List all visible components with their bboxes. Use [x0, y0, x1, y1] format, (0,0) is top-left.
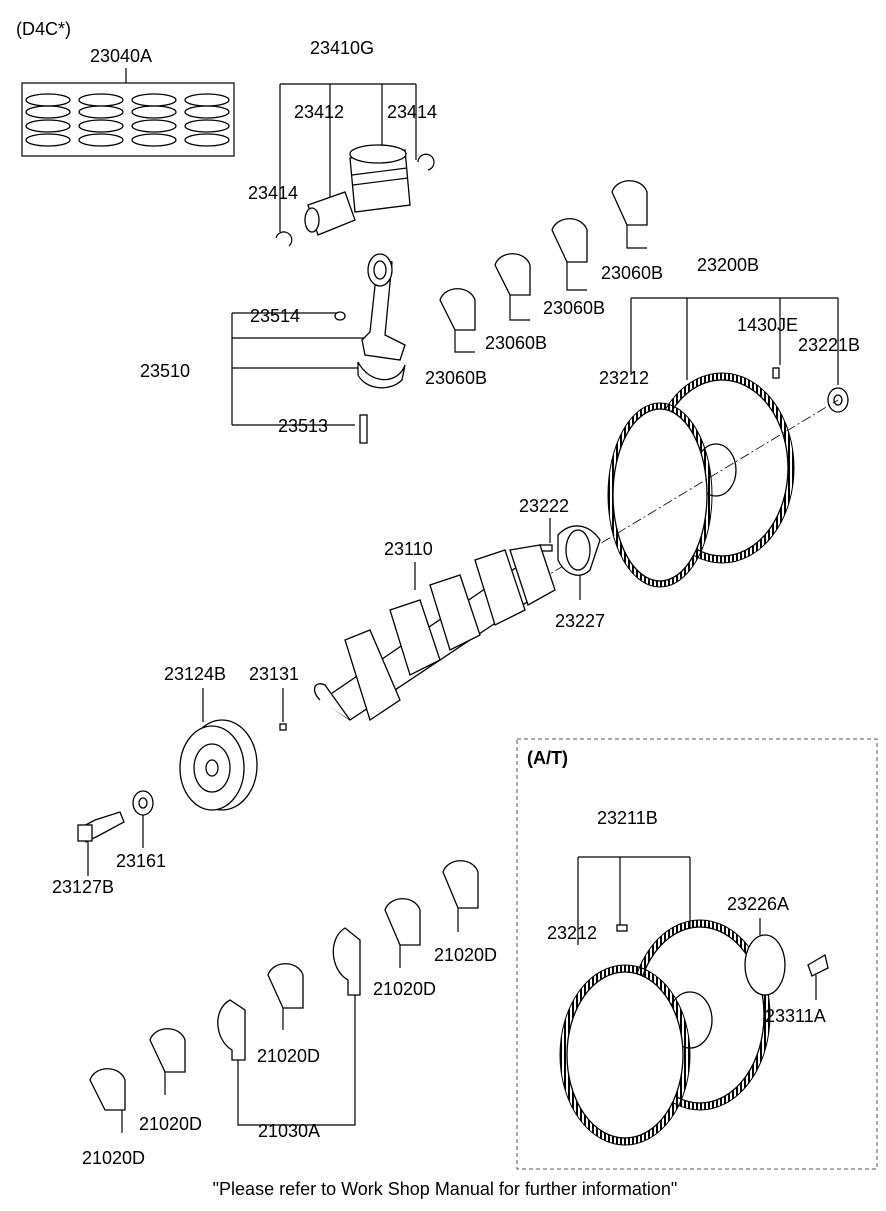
part-label-23513[interactable]: 23513: [278, 416, 328, 436]
crankshaft-pulley[interactable]: [179, 688, 287, 811]
pulley-bolt-washer[interactable]: [77, 790, 154, 876]
part-label-23060B-1[interactable]: 23060B: [601, 263, 663, 283]
part-label-23514[interactable]: 23514: [250, 306, 300, 326]
part-label-23060B-4[interactable]: 23060B: [425, 368, 487, 388]
connecting-rod[interactable]: [231, 253, 406, 444]
part-label-23212-top[interactable]: 23212: [599, 368, 649, 388]
part-label-21030A[interactable]: 21030A: [258, 1121, 320, 1141]
part-label-23311A[interactable]: 23311A: [765, 1006, 826, 1026]
part-label-1430JE[interactable]: 1430JE: [737, 315, 798, 335]
footer-note: "Please refer to Work Shop Manual for fu…: [213, 1179, 678, 1199]
part-label-23060B-3[interactable]: 23060B: [485, 333, 547, 353]
piston-ring-set[interactable]: [21, 68, 235, 157]
part-label-23110[interactable]: 23110: [384, 539, 433, 559]
part-label-23410G[interactable]: 23410G: [310, 38, 374, 58]
part-label-21020D-5[interactable]: 21020D: [82, 1148, 145, 1168]
part-label-21020D-4[interactable]: 21020D: [139, 1114, 202, 1134]
part-label-21020D-2[interactable]: 21020D: [373, 979, 436, 999]
main-bearings[interactable]: [89, 860, 479, 1111]
part-label-23124B[interactable]: 23124B: [164, 664, 226, 684]
variant-label: (D4C*): [16, 19, 71, 39]
crankshaft[interactable]: [313, 544, 556, 722]
part-label-23414-left[interactable]: 23414: [248, 183, 298, 203]
at-section-label: (A/T): [527, 748, 568, 768]
part-label-23221B[interactable]: 23221B: [798, 335, 860, 355]
part-label-23414-right[interactable]: 23414: [387, 102, 437, 122]
part-label-23412[interactable]: 23412: [294, 102, 344, 122]
part-label-23127B[interactable]: 23127B: [52, 877, 114, 897]
part-label-23222[interactable]: 23222: [519, 496, 569, 516]
flywheel-manual[interactable]: [539, 297, 849, 588]
at-section-box: [516, 738, 878, 1170]
part-label-23226A[interactable]: 23226A: [727, 894, 789, 914]
part-label-23060B-2[interactable]: 23060B: [543, 298, 605, 318]
part-label-23040A[interactable]: 23040A: [90, 46, 152, 66]
crank-rear-plate[interactable]: [539, 518, 601, 600]
part-label-23510[interactable]: 23510: [140, 361, 190, 381]
part-label-23161[interactable]: 23161: [116, 851, 166, 871]
part-label-23200B[interactable]: 23200B: [697, 255, 759, 275]
part-label-21020D-1[interactable]: 21020D: [434, 945, 497, 965]
part-label-23211B[interactable]: 23211B: [597, 808, 658, 828]
piston-assembly[interactable]: [275, 83, 435, 247]
flywheel-automatic[interactable]: [559, 856, 829, 1146]
part-label-23212-at[interactable]: 23212: [547, 923, 597, 943]
upper-bearing-shells[interactable]: [439, 180, 648, 353]
part-label-23131[interactable]: 23131: [249, 664, 299, 684]
part-label-23227[interactable]: 23227: [555, 611, 605, 631]
part-label-21020D-3[interactable]: 21020D: [257, 1046, 320, 1066]
